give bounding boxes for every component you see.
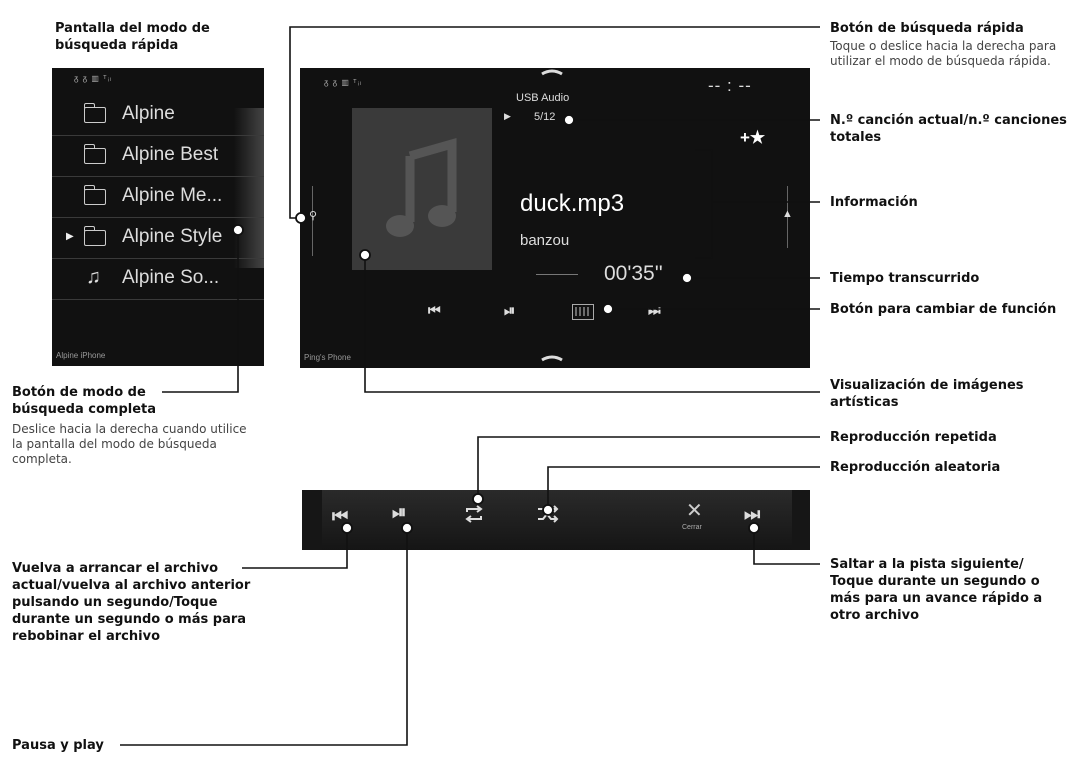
folder-icon <box>83 185 106 205</box>
callout-pause-play: Pausa y play <box>12 738 104 753</box>
callout-function-switch: Botón para cambiar de función <box>830 302 1057 317</box>
elapsed-time: 00'35'' <box>604 262 663 285</box>
previous-track-button[interactable]: ⏮ <box>428 302 441 318</box>
list-item-label: Alpine So... <box>122 267 220 288</box>
list-item[interactable]: Alpine Best <box>52 136 264 177</box>
now-playing-icon: ▶ <box>66 231 74 242</box>
status-icons: ᵹ ᵹ ▥ ᵀᵢₗ <box>324 78 363 87</box>
callout-artwork-display: Visualización de imágenes artísticas <box>830 378 1024 410</box>
footer-device-name: Ping's Phone <box>304 353 351 362</box>
list-item[interactable]: Alpine Me... <box>52 177 264 218</box>
callout-full-search-desc: Deslice hacia la derecha cuando utilice … <box>12 422 247 466</box>
list-item[interactable]: ♫ Alpine So... <box>52 259 264 300</box>
clock: -- : -- <box>708 76 752 95</box>
right-side-handle[interactable] <box>787 186 788 248</box>
music-note-icon: ♫ <box>86 266 101 288</box>
list-item[interactable]: Alpine <box>52 95 264 136</box>
quick-search-screen: ᵹ ᵹ ▥ ᵀᵢₗ Alpine Alpine Best Alpine Me..… <box>52 68 264 366</box>
next-track-button[interactable]: ⏭ <box>744 504 761 524</box>
callout-repeat: Reproducción repetida <box>830 430 997 445</box>
list-item-label: Alpine <box>122 103 175 124</box>
music-note-icon <box>386 138 457 237</box>
callout-quick-search-desc: Toque o deslice hacia la derecha para ut… <box>830 39 1057 68</box>
list-item-label: Alpine Best <box>122 144 219 165</box>
chevron-up-icon[interactable] <box>540 350 564 364</box>
callout-next: Saltar a la pista siguiente/ Toque duran… <box>830 557 1043 623</box>
quick-search-screen-label: Pantalla del modo de búsqueda rápida <box>55 21 210 53</box>
close-label[interactable]: Cerrar <box>682 524 702 531</box>
progress-bar[interactable] <box>536 274 578 275</box>
callout-shuffle: Reproducción aleatoria <box>830 460 1001 475</box>
folder-icon <box>83 226 106 246</box>
folder-icon <box>83 144 106 164</box>
artist-name: banzou <box>520 232 570 249</box>
chevron-up-icon[interactable] <box>540 68 564 78</box>
close-icon[interactable]: ✕ <box>686 500 703 522</box>
play-pause-button[interactable]: ⏯ <box>504 302 516 318</box>
next-track-button[interactable]: ⏭ <box>648 302 661 318</box>
function-switch-icon <box>575 307 589 316</box>
screen-side-glow <box>234 108 264 268</box>
source-label: USB Audio <box>516 92 570 104</box>
list-item-label: Alpine Me... <box>122 185 223 206</box>
main-player-screen: ᵹ ᵹ ▥ ᵀᵢₗ -- : -- USB Audio ▶ 5/12 +★ ⚲ … <box>300 68 810 368</box>
play-pause-button[interactable]: ⏯ <box>392 502 407 522</box>
callout-information: Información <box>830 195 918 210</box>
quick-search-handle[interactable] <box>312 186 313 256</box>
callout-elapsed-time: Tiempo transcurrido <box>830 271 980 286</box>
callout-full-search-button: Botón de modo de búsqueda completa <box>12 385 157 417</box>
play-indicator-icon: ▶ <box>504 111 511 121</box>
status-icons: ᵹ ᵹ ▥ ᵀᵢₗ <box>74 74 113 83</box>
callout-quick-search-button: Botón de búsqueda rápida <box>830 21 1024 36</box>
album-artwork <box>352 108 492 270</box>
repeat-icon[interactable] <box>462 504 486 529</box>
callout-track-number: N.º canción actual/n.º canciones totales <box>830 113 1067 145</box>
list-item-current[interactable]: ▶ Alpine Style <box>52 218 264 259</box>
chevron-up-icon[interactable]: ▲ <box>782 208 793 220</box>
folder-icon <box>83 103 106 123</box>
favorite-add-icon[interactable]: +★ <box>740 128 766 147</box>
function-switch-button[interactable] <box>572 304 594 320</box>
search-icon[interactable]: ⚲ <box>309 210 318 222</box>
track-counter: 5/12 <box>534 111 556 123</box>
song-title: duck.mp3 <box>520 190 625 217</box>
function-bar: ⏮ ⏯ ✕ Cerrar ⏭ <box>302 490 810 550</box>
callout-previous: Vuelva a arrancar el archivo actual/vuel… <box>12 561 251 644</box>
footer-device-name: Alpine iPhone <box>56 351 106 360</box>
previous-track-button[interactable]: ⏮ <box>332 506 349 526</box>
list-item-label: Alpine Style <box>122 226 223 247</box>
